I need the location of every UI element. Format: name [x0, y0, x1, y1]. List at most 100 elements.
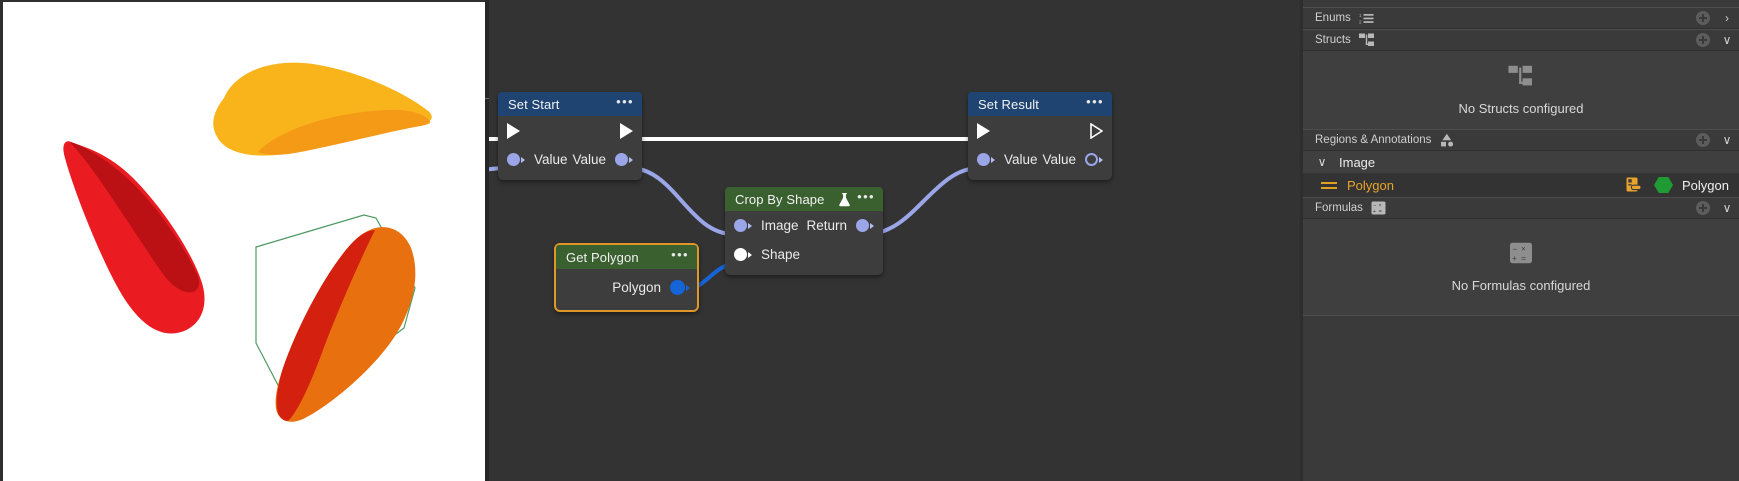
exec-row [498, 116, 642, 145]
annotation-type: Polygon [1682, 177, 1729, 193]
section-title: Formulas [1315, 202, 1363, 214]
yellow-petal-shape [213, 62, 432, 156]
input-pin-arrow-icon [991, 156, 995, 163]
node-graph-canvas[interactable]: Set Start ••• Value Value [489, 0, 1300, 481]
input-pin-value[interactable] [977, 153, 990, 166]
hexagon-icon [1654, 177, 1674, 193]
drag-handle-icon[interactable] [1321, 180, 1337, 190]
node-set-result[interactable]: Set Result ••• Valu [968, 92, 1112, 180]
chevron-down-icon[interactable]: ∨ [1722, 33, 1732, 47]
input-label-image: Image [761, 218, 799, 233]
section-header-formulas[interactable]: Formulas − × + = ∨ [1303, 197, 1739, 219]
svg-text:×: × [1521, 244, 1526, 253]
value-row: Value Value [498, 145, 642, 180]
input-pin-arrow-icon [521, 156, 525, 163]
section-title: Enums [1315, 12, 1351, 24]
node-title: Set Start [508, 96, 560, 112]
chevron-down-icon[interactable]: ∨ [1722, 133, 1732, 147]
calculator-icon: − × + = [1509, 242, 1533, 269]
struct-tree-icon [1508, 65, 1534, 92]
exec-in-pin[interactable] [977, 122, 990, 139]
image-canvas[interactable] [3, 2, 487, 481]
node-menu-icon[interactable]: ••• [1086, 94, 1104, 109]
input-pin-arrow-icon [748, 251, 752, 258]
node-header[interactable]: Set Result ••• [968, 92, 1112, 116]
node-title: Crop By Shape [735, 191, 825, 207]
exec-out-pin[interactable] [620, 122, 633, 139]
struct-tree-icon [1358, 33, 1375, 47]
node-set-start[interactable]: Set Start ••• Value Value [498, 92, 642, 180]
svg-text:1: 1 [1359, 13, 1362, 18]
image-return-row: Image Return [725, 211, 883, 240]
section-header-structs[interactable]: Structs ∨ [1303, 29, 1739, 51]
node-header[interactable]: Get Polygon ••• [556, 245, 697, 269]
output-label-value: Value [572, 152, 606, 167]
shape-row: Shape [725, 240, 883, 275]
polygon-row: Polygon [556, 269, 697, 310]
node-body: Value Value [498, 116, 642, 180]
graph-wires [489, 137, 980, 293]
output-pin-polygon[interactable] [670, 280, 685, 295]
panel-splitter[interactable] [485, 0, 489, 481]
output-pin-return[interactable] [856, 219, 869, 232]
svg-text:×: × [1379, 203, 1382, 209]
node-header[interactable]: Set Start ••• [498, 92, 642, 116]
section-header-enums[interactable]: Enums 1 2 › [1303, 7, 1739, 29]
output-pin-arrow-icon [870, 222, 874, 229]
panel-gutter[interactable] [1300, 0, 1303, 481]
chevron-down-icon[interactable]: ∨ [1722, 201, 1732, 215]
structs-empty-state: No Structs configured [1303, 51, 1739, 129]
output-pin-value[interactable] [1085, 153, 1098, 166]
calculator-icon: − × + = [1371, 201, 1386, 215]
section-header-regions-annotations[interactable]: Regions & Annotations ∨ [1303, 129, 1739, 151]
add-struct-button[interactable] [1696, 33, 1710, 47]
section-overflow-top [1303, 0, 1739, 7]
section-title: Structs [1315, 34, 1351, 46]
svg-text:+: + [1512, 252, 1517, 262]
chevron-down-icon[interactable]: ∨ [1317, 155, 1327, 169]
output-label-polygon: Polygon [612, 280, 661, 295]
value-row: Value Value [968, 145, 1112, 180]
data-wire-crop-to-result [866, 166, 980, 236]
node-menu-icon[interactable]: ••• [671, 247, 689, 262]
add-formula-button[interactable] [1696, 201, 1710, 215]
node-body: Value Value [968, 116, 1112, 180]
region-link-icon[interactable] [1626, 177, 1643, 193]
image-viewer-panel [0, 0, 489, 481]
node-crop-by-shape[interactable]: Crop By Shape ••• Image [725, 187, 883, 275]
add-enum-button[interactable] [1696, 11, 1710, 25]
node-menu-icon[interactable]: ••• [616, 94, 634, 109]
node-menu-icon[interactable]: ••• [857, 189, 875, 204]
tree-group-label: Image [1339, 154, 1376, 170]
chevron-right-icon[interactable]: › [1725, 11, 1729, 25]
svg-text:=: = [1521, 252, 1526, 262]
input-label-value: Value [1004, 152, 1038, 167]
output-pin-arrow-icon [1099, 156, 1103, 163]
input-pin-value[interactable] [507, 153, 520, 166]
add-region-button[interactable] [1696, 133, 1710, 147]
input-pin-arrow-icon [748, 222, 752, 229]
shapes-icon [1439, 133, 1455, 147]
svg-text:=: = [1379, 209, 1382, 215]
input-pin-image[interactable] [734, 219, 747, 232]
annotation-row-polygon[interactable]: Polygon Polygon [1303, 173, 1739, 197]
svg-text:+: + [1373, 209, 1376, 215]
input-pin-shape[interactable] [734, 248, 747, 261]
tree-group-image[interactable]: ∨ Image [1303, 151, 1739, 173]
exec-out-pin[interactable] [1090, 122, 1104, 139]
splitter-handle[interactable] [485, 98, 489, 99]
data-wire-start-to-crop [629, 166, 733, 236]
node-title: Set Result [978, 96, 1039, 112]
exec-in-pin[interactable] [507, 122, 520, 139]
node-body: Image Return Shape [725, 211, 883, 275]
output-pin-value[interactable] [615, 153, 628, 166]
enum-list-icon: 1 2 [1359, 12, 1374, 25]
red-petal-shape [63, 141, 205, 334]
exec-row [968, 116, 1112, 145]
node-header[interactable]: Crop By Shape ••• [725, 187, 883, 211]
section-divider [1303, 315, 1739, 316]
formulas-empty-state: − × + = No Formulas configured [1303, 219, 1739, 315]
output-label-return: Return [806, 218, 847, 233]
node-get-polygon[interactable]: Get Polygon ••• Polygon [554, 243, 699, 312]
